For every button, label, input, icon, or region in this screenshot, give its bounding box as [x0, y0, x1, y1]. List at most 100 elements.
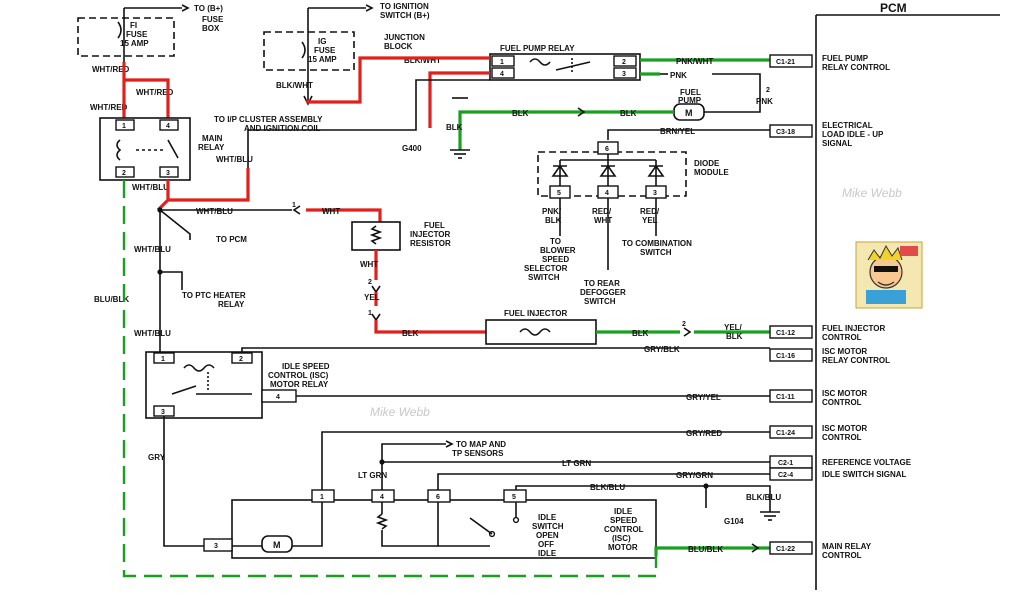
pin-number: 5 [557, 190, 561, 197]
wire-label-blk-wht: BLK/WHT [276, 81, 313, 90]
resistor-icon [369, 225, 383, 245]
pcm-pin-label: CONTROL [822, 333, 862, 342]
to-ip-cluster-label: TO I/P CLUSTER ASSEMBLY [214, 115, 323, 124]
pcm-pin-id: C2-1 [778, 460, 793, 467]
to-rear-label-3: SWITCH [584, 297, 616, 306]
wire-label-yel-blk-2: BLK [726, 332, 743, 341]
pcm-pin-label: ISC MOTOR [822, 424, 867, 433]
wire-label-blk: BLK [446, 123, 463, 132]
fuse-icon [117, 21, 122, 39]
to-map-label-2: TP SENSORS [452, 449, 504, 458]
to-blower-label-2: BLOWER [540, 246, 576, 255]
diode-module-label-2: MODULE [694, 168, 729, 177]
pcm-pin-label: LOAD IDLE - UP [822, 130, 884, 139]
coil-icon [519, 328, 551, 336]
fuel-pump-relay-label: FUEL PUMP RELAY [500, 44, 575, 53]
pcm-pin-id: C1-11 [776, 394, 795, 401]
pin-number: 3 [161, 409, 165, 416]
pin-number: 3 [214, 543, 218, 550]
pcm-pin-c1-11 [769, 389, 813, 403]
switch-contact-icon [167, 139, 179, 159]
pcm-title: PCM [880, 1, 907, 15]
connector-icon [371, 285, 381, 294]
pin-number: 1 [292, 202, 296, 209]
isc-motor-pin-3 [203, 538, 233, 552]
pcm-pin-c1-12 [769, 325, 813, 339]
fi-fuse-label-3: 15 AMP [120, 39, 149, 48]
ig-fuse-label-2: FUSE [314, 46, 336, 55]
wire-label-blu-blk: BLU/BLK [94, 295, 129, 304]
fi-fuse-box [77, 17, 175, 57]
wire-label-blk: BLK [402, 329, 419, 338]
pin-number: 5 [512, 494, 516, 501]
pcm-pin-label: RELAY CONTROL [822, 356, 890, 365]
wire-label-brn-yel: BRN/YEL [660, 127, 695, 136]
diode-module-label: DIODE [694, 159, 720, 168]
junction-block-label-2: BLOCK [384, 42, 413, 51]
pcm-pin-c3-18 [769, 124, 813, 138]
wire-label-blk: BLK [512, 109, 529, 118]
fi-fuse-label: FI [130, 21, 137, 30]
wire-label-wht-blu: WHT/BLU [196, 207, 233, 216]
pcm-pin-label: FUEL PUMP [822, 54, 869, 63]
to-rear-label-2: DEFOGGER [580, 288, 626, 297]
fuse-icon [301, 41, 306, 59]
pcm-pin-c1-24 [769, 425, 813, 439]
pcm-pin-label: ISC MOTOR [822, 347, 867, 356]
pin-number: 2 [122, 170, 126, 177]
wire-blk-blu-ground [706, 485, 771, 512]
motor-icon: M [685, 108, 693, 118]
to-combination-label: TO COMBINATION [622, 239, 692, 248]
wire-label-pnk: PNK [756, 97, 773, 106]
pcm-pin-id: C2-4 [778, 472, 793, 479]
pin-number: 3 [622, 71, 626, 78]
arrow-icon [445, 440, 454, 448]
ig-fuse-box [263, 31, 355, 71]
wire-blk-injector [374, 320, 486, 334]
pcm-pin-id: C1-12 [776, 330, 795, 337]
wire-gry-blk [241, 347, 770, 353]
wire-label-pnk-blk-2: BLK [545, 216, 562, 225]
idle-switch-label: IDLE [538, 513, 557, 522]
relay-pin-4 [491, 67, 515, 79]
wire-label-pnk: PNK [670, 71, 687, 80]
pin-number: 4 [276, 394, 280, 401]
pcm-pin-label: CONTROL [822, 551, 862, 560]
wire-label-gry-grn: GRY/GRN [676, 471, 713, 480]
wire-label-yel: YEL [364, 293, 380, 302]
wire-wht-blu-ip [168, 168, 250, 202]
isc-motor [231, 499, 657, 559]
ground-label-g400: G400 [402, 144, 422, 153]
wire-label-gry-red: GRY/RED [686, 429, 722, 438]
to-blower-label-5: SWITCH [528, 273, 560, 282]
isc-motor-icon [261, 535, 293, 553]
idle-switch-icon [469, 517, 493, 535]
wire-label-yel-blk: YEL/ [724, 323, 743, 332]
isc-motor-pin-4 [371, 489, 395, 503]
to-ignition-label-2: SWITCH (B+) [380, 11, 430, 20]
watermark: Mike Webb [842, 186, 902, 200]
to-blower-label-4: SELECTOR [524, 264, 568, 273]
fuel-pump-label-2: PUMP [678, 96, 702, 105]
isc-relay-label-2: CONTROL (ISC) [268, 371, 329, 380]
wire-label-wht-blu: WHT/BLU [132, 183, 169, 192]
wire-label-red-yel-2: YEL [642, 216, 658, 225]
main-relay-pin-1 [115, 119, 135, 131]
pin-number: 2 [239, 356, 243, 363]
wire-pnk-loop [700, 73, 761, 113]
pin-number: 1 [368, 310, 372, 317]
main-relay-label: MAIN [202, 134, 223, 143]
junction-block-label: JUNCTION [384, 33, 425, 42]
wire-label-blu-blk: BLU/BLK [688, 545, 723, 554]
pin-number: 6 [605, 146, 609, 153]
ig-fuse-label-3: 15 AMP [308, 55, 337, 64]
pcm-pin-id: C1-16 [776, 353, 795, 360]
pin-number: 3 [166, 170, 170, 177]
isc-motor-pin-1 [311, 489, 335, 503]
pin-number: 2 [682, 321, 686, 328]
wire-wht [306, 208, 382, 222]
pcm-pin-label: MAIN RELAY [822, 542, 872, 551]
wire-label-blk-blu: BLK/BLU [746, 493, 781, 502]
ig-fuse-label: IG [318, 37, 326, 46]
